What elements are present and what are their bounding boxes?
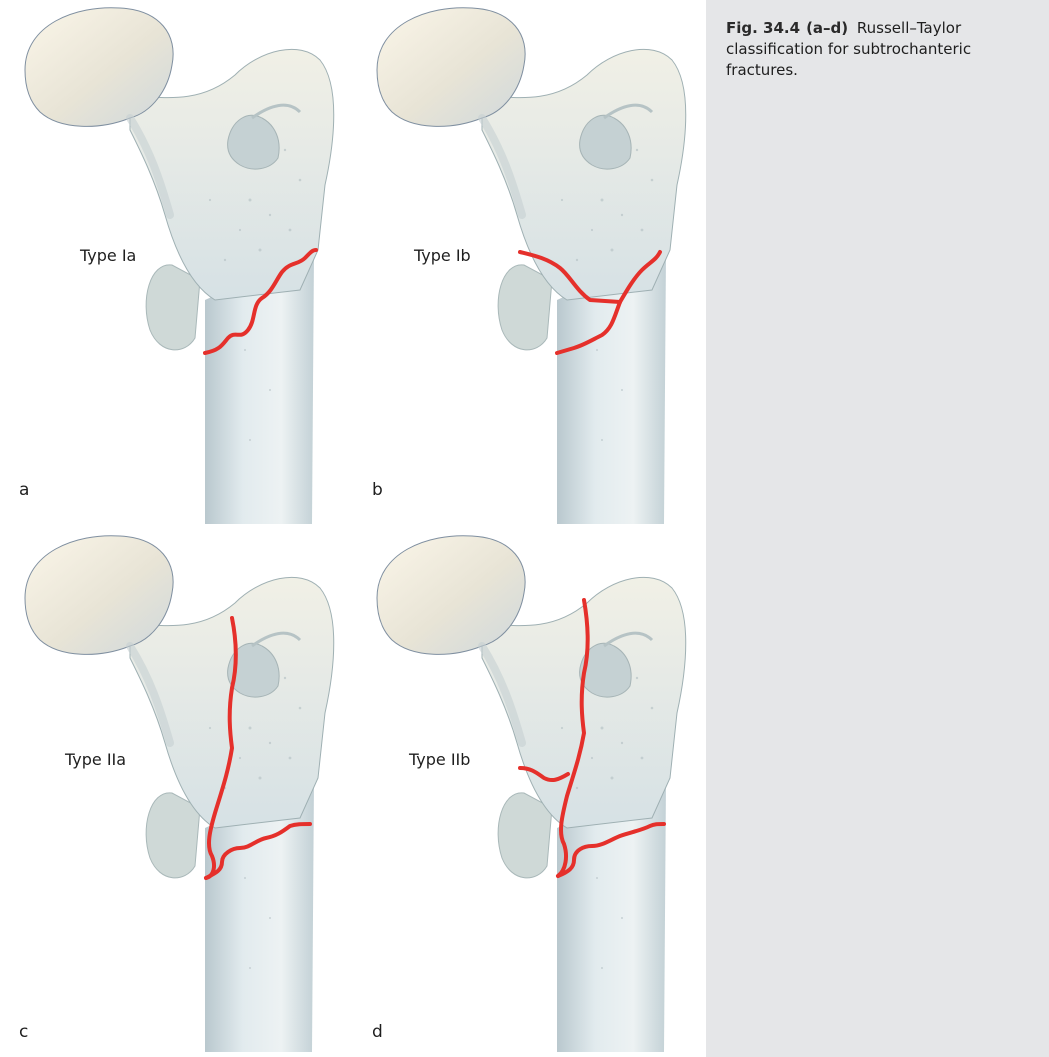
figure-number: Fig. 34.4 <box>726 19 800 37</box>
panel-d: Type IIb d <box>352 528 704 1052</box>
figure-parts: (a–d) <box>806 19 848 37</box>
panel-letter: a <box>19 480 29 500</box>
figure-caption: Fig. 34.4(a–d) Russell–Taylor classifica… <box>726 18 1016 81</box>
femur-illustration-b <box>352 0 704 524</box>
type-label: Type Ib <box>414 246 471 265</box>
figure-area: Type Ia a Type Ib b Type IIa c Type IIb <box>0 0 706 1057</box>
caption-panel: Fig. 34.4(a–d) Russell–Taylor classifica… <box>706 0 1049 1057</box>
femur-illustration-c <box>0 528 352 1052</box>
panel-letter: c <box>19 1022 28 1042</box>
panel-c: Type IIa c <box>0 528 352 1052</box>
panel-b: Type Ib b <box>352 0 704 524</box>
type-label: Type Ia <box>80 246 136 265</box>
panel-letter: d <box>372 1022 383 1042</box>
type-label: Type IIa <box>65 750 126 769</box>
femur-illustration-d <box>352 528 704 1052</box>
type-label: Type IIb <box>409 750 470 769</box>
panel-a: Type Ia a <box>0 0 352 524</box>
panel-letter: b <box>372 480 383 500</box>
femur-illustration-a <box>0 0 352 524</box>
